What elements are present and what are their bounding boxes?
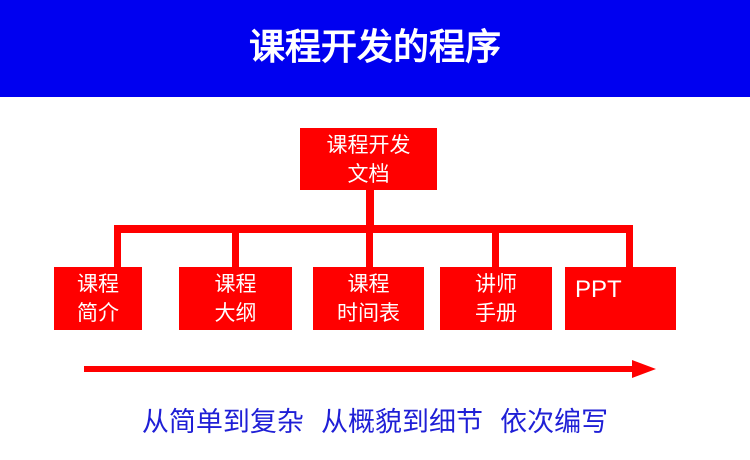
node-line1: 讲师 — [475, 272, 517, 296]
node-line1: 课程 — [214, 272, 257, 296]
connector-drop-1 — [114, 225, 121, 269]
connector-drop-3 — [366, 225, 373, 269]
node-line2: 时间表 — [337, 301, 400, 325]
connector-trunk — [366, 190, 374, 230]
connector-drop-5 — [626, 225, 633, 269]
node-line1: 课程 — [347, 272, 390, 296]
child-node-course-intro: 课程 简介 — [54, 267, 142, 330]
root-node-line1: 课程开发 — [326, 133, 411, 157]
root-node-line2: 文档 — [347, 162, 390, 186]
node-line2: 大纲 — [214, 301, 257, 325]
node-line2: 简介 — [77, 301, 119, 325]
node-line1: PPT — [575, 276, 622, 303]
connector-drop-2 — [232, 225, 239, 269]
title-banner: 课程开发的程序 — [0, 0, 750, 97]
connector-drop-4 — [492, 225, 499, 269]
node-line2: 手册 — [475, 301, 517, 325]
slide-title: 课程开发的程序 — [248, 27, 501, 68]
child-node-instructor-manual: 讲师 手册 — [440, 267, 552, 330]
child-node-ppt: PPT — [565, 267, 676, 330]
child-node-course-schedule: 课程 时间表 — [313, 267, 424, 330]
footer-caption: 从简单到复杂 从概貌到细节 依次编写 — [141, 407, 609, 438]
connector-bar — [114, 225, 633, 233]
node-line1: 课程 — [77, 272, 119, 296]
progress-arrow — [84, 360, 656, 378]
root-node: 课程开发 文档 — [300, 128, 437, 190]
child-node-course-outline: 课程 大纲 — [179, 267, 292, 330]
